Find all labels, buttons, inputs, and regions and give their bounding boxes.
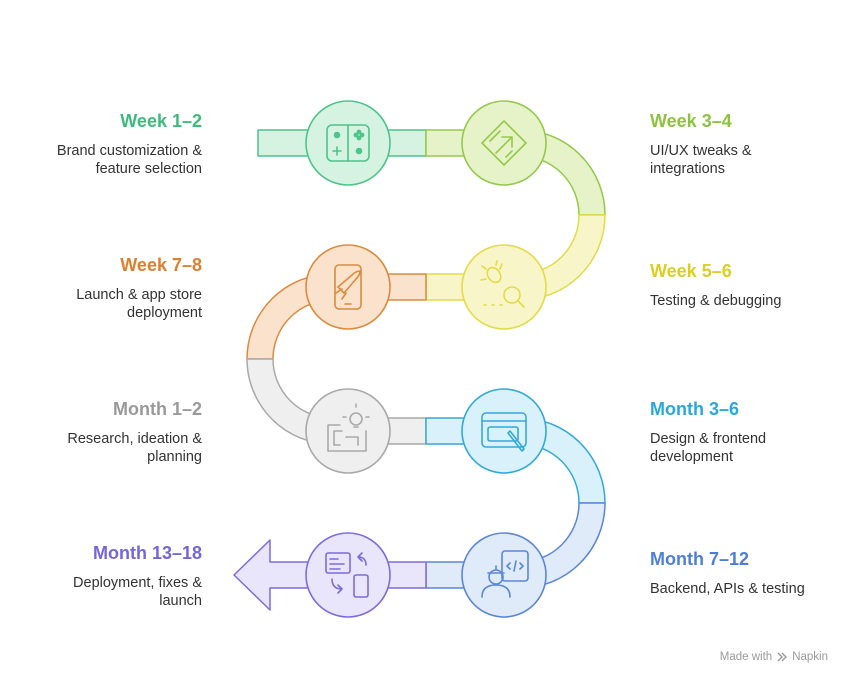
step-title: Week 1–2: [120, 111, 202, 131]
step-description: Brand customization & feature selection: [56, 143, 202, 177]
step-description: Backend, APIs & testing: [650, 581, 805, 597]
step-description: Design & frontend development: [650, 431, 767, 465]
step-title: Week 3–4: [650, 111, 732, 131]
step-node-3: [461, 244, 547, 330]
step-node-5: [305, 388, 391, 474]
step-title: Week 5–6: [650, 261, 732, 281]
watermark-brand: Napkin: [792, 651, 828, 663]
step-node-4: [305, 244, 391, 330]
step-node-7: [461, 532, 547, 618]
step-title: Month 7–12: [650, 549, 750, 569]
bug-search-icon: [480, 260, 525, 308]
deployment-devices-icon: [325, 552, 369, 598]
step-node-8: [305, 532, 391, 618]
step-node-2: [461, 100, 547, 186]
step-node-6: [461, 388, 547, 474]
step-title: Month 3–6: [650, 399, 740, 419]
developer-code-icon: [481, 550, 529, 598]
step-description: Research, ideation & planning: [67, 431, 202, 465]
step-title: Month 13–18: [92, 543, 202, 563]
step-description: UI/UX tweaks & integrations: [650, 143, 752, 177]
design-tool-icon: [481, 120, 527, 166]
step-title: Month 1–2: [112, 399, 202, 419]
game-controller-icon: [326, 124, 370, 162]
step-description: Deployment, fixes & launch: [73, 575, 202, 609]
step-description: Testing & debugging: [650, 293, 782, 309]
step-title: Week 7–8: [120, 255, 202, 275]
lightbulb-maze-icon: [327, 403, 370, 452]
napkin-logo-icon: [777, 652, 788, 662]
design-tablet-icon: [481, 412, 527, 452]
watermark: Made with Napkin: [720, 651, 828, 663]
watermark-text: Made with: [719, 651, 773, 663]
step-description: Launch & app store deployment: [76, 287, 202, 321]
mobile-rocket-icon: [334, 264, 362, 310]
